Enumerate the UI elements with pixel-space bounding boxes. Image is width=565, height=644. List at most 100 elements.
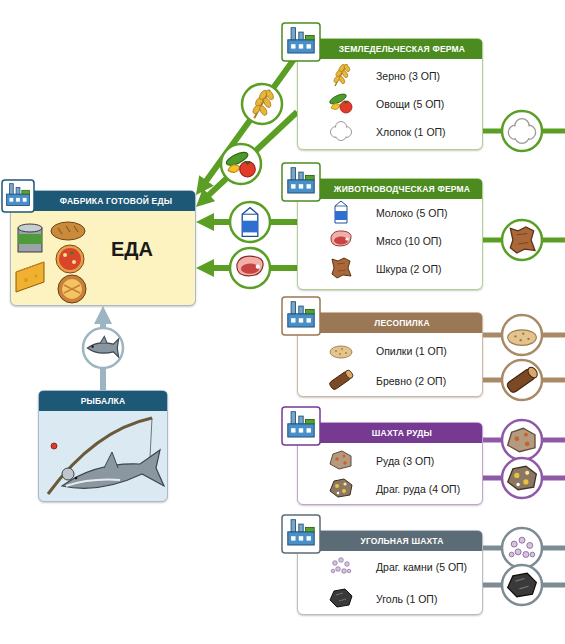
icon-part bbox=[2, 180, 34, 212]
icon-part bbox=[56, 245, 84, 273]
resource-item: Драг. руда (4 ОП) bbox=[376, 482, 460, 496]
icon-part bbox=[16, 262, 44, 272]
resource-icon bbox=[333, 63, 351, 86]
resource-icon bbox=[242, 208, 258, 237]
resource-icon bbox=[251, 89, 274, 118]
icon-part bbox=[288, 168, 314, 193]
building-icon bbox=[282, 407, 320, 445]
output-line bbox=[483, 476, 565, 481]
box-header: ЗЕМЛЕДЕЛЬЧЕСКАЯ ФЕРМА bbox=[298, 39, 482, 59]
building-icon bbox=[282, 515, 320, 553]
resource-icon bbox=[510, 227, 535, 253]
resource-item: Драг. камни (5 ОП) bbox=[376, 560, 467, 574]
fishing-illustration bbox=[48, 418, 164, 494]
resource-icon bbox=[506, 366, 539, 394]
output-line bbox=[483, 546, 565, 551]
resource-item: Шкура (2 ОП) bbox=[376, 262, 442, 276]
building-box: УГОЛЬНАЯ ШАХТА Драг. камни (5 ОП) Уголь (1… bbox=[297, 530, 483, 615]
building-icon bbox=[282, 297, 320, 335]
icon-part bbox=[62, 468, 74, 480]
flow-arrow bbox=[100, 315, 106, 390]
icon-part bbox=[63, 253, 67, 257]
icon-part bbox=[18, 234, 42, 244]
resource-item: Зерно (3 ОП) bbox=[376, 69, 440, 83]
building-box: ФАБРИКА ГОТОВОЙ ЕДЫ ЕДА bbox=[10, 190, 196, 306]
icon-part bbox=[66, 480, 120, 486]
flow-arrow bbox=[205, 219, 297, 225]
resource-item: Мясо (10 ОП) bbox=[376, 234, 442, 248]
resource-icon bbox=[330, 479, 352, 497]
resource-badge bbox=[221, 144, 261, 184]
icon-part bbox=[288, 412, 314, 437]
resource-item: Опилки (1 ОП) bbox=[376, 344, 447, 358]
resource-item: Молоко (5 ОП) bbox=[376, 206, 448, 220]
box-header: ЛЕСОПИЛКА bbox=[298, 313, 482, 333]
resource-icon bbox=[508, 466, 537, 489]
resource-badge bbox=[230, 248, 270, 288]
output-line bbox=[483, 129, 565, 134]
resource-icon bbox=[332, 258, 351, 278]
product-label: ЕДА bbox=[111, 237, 153, 261]
icon-part bbox=[288, 302, 314, 327]
resource-badge bbox=[502, 111, 542, 151]
icon-part bbox=[51, 443, 57, 449]
output-lines bbox=[483, 131, 565, 585]
resource-item: Бревно (2 ОП) bbox=[376, 374, 446, 388]
icon-part bbox=[75, 477, 78, 480]
resource-icon bbox=[509, 537, 534, 557]
resource-item: Уголь (1 ОП) bbox=[376, 592, 437, 606]
output-line bbox=[483, 583, 565, 588]
icon-part bbox=[282, 163, 320, 201]
building-box: ЗЕМЛЕДЕЛЬЧЕСКАЯ ФЕРМА Зерно (3 ОП) Овощи (… bbox=[297, 38, 483, 150]
output-line bbox=[483, 238, 565, 243]
box-header: ФАБРИКА ГОТОВОЙ ЕДЫ bbox=[11, 191, 195, 211]
resource-badge bbox=[502, 528, 542, 568]
resource-item: Руда (3 ОП) bbox=[376, 454, 434, 468]
flow-arrow bbox=[205, 265, 297, 271]
box-header: УГОЛЬНАЯ ШАХТА bbox=[298, 531, 482, 551]
icon-part bbox=[18, 228, 42, 252]
resource-icon bbox=[331, 231, 351, 246]
icon-part bbox=[70, 251, 73, 254]
resource-badge bbox=[502, 458, 542, 498]
resource-badge bbox=[502, 565, 542, 605]
resource-icon bbox=[329, 369, 355, 391]
icon-part bbox=[34, 274, 37, 277]
food-illustration bbox=[16, 222, 86, 303]
flow-arrow bbox=[201, 55, 297, 188]
resource-icon bbox=[508, 573, 537, 596]
output-line bbox=[483, 333, 565, 338]
resource-badge bbox=[83, 328, 123, 368]
building-box: ЖИВОТНОВОДЧЕСКАЯ ФЕРМАМолоко (5 ОП)Мясо … bbox=[297, 178, 483, 290]
icon-part bbox=[288, 28, 314, 53]
resource-item: Овощи (5 ОП) bbox=[376, 97, 444, 111]
icon-part bbox=[58, 226, 78, 234]
icon-part bbox=[282, 23, 320, 61]
icon-part bbox=[48, 418, 152, 494]
resource-icon bbox=[328, 92, 352, 113]
icon-part bbox=[59, 248, 81, 270]
icon-part bbox=[18, 224, 42, 232]
icon-part bbox=[282, 407, 320, 445]
resource-badge bbox=[242, 84, 282, 124]
icon-part bbox=[51, 222, 85, 240]
flow-arrow bbox=[203, 112, 297, 201]
icon-part bbox=[62, 450, 164, 488]
resource-item: Хлопок (1 ОП) bbox=[376, 125, 446, 139]
icon-part bbox=[104, 452, 118, 468]
building-box: ШАХТА РУДЫРуда (3 ОП)Драг. руда (4 ОП) bbox=[297, 422, 483, 505]
resource-badge bbox=[502, 220, 542, 260]
icon-part bbox=[282, 515, 320, 553]
resource-icon bbox=[225, 150, 256, 177]
icon-part bbox=[72, 260, 76, 264]
building-icon bbox=[282, 163, 320, 201]
resource-icon bbox=[330, 346, 352, 358]
resource-badge bbox=[502, 420, 542, 460]
icon-part bbox=[282, 297, 320, 335]
resource-icon bbox=[87, 336, 118, 357]
resource-icon bbox=[330, 451, 351, 469]
building-icon bbox=[282, 23, 320, 61]
resource-icon bbox=[237, 256, 263, 276]
